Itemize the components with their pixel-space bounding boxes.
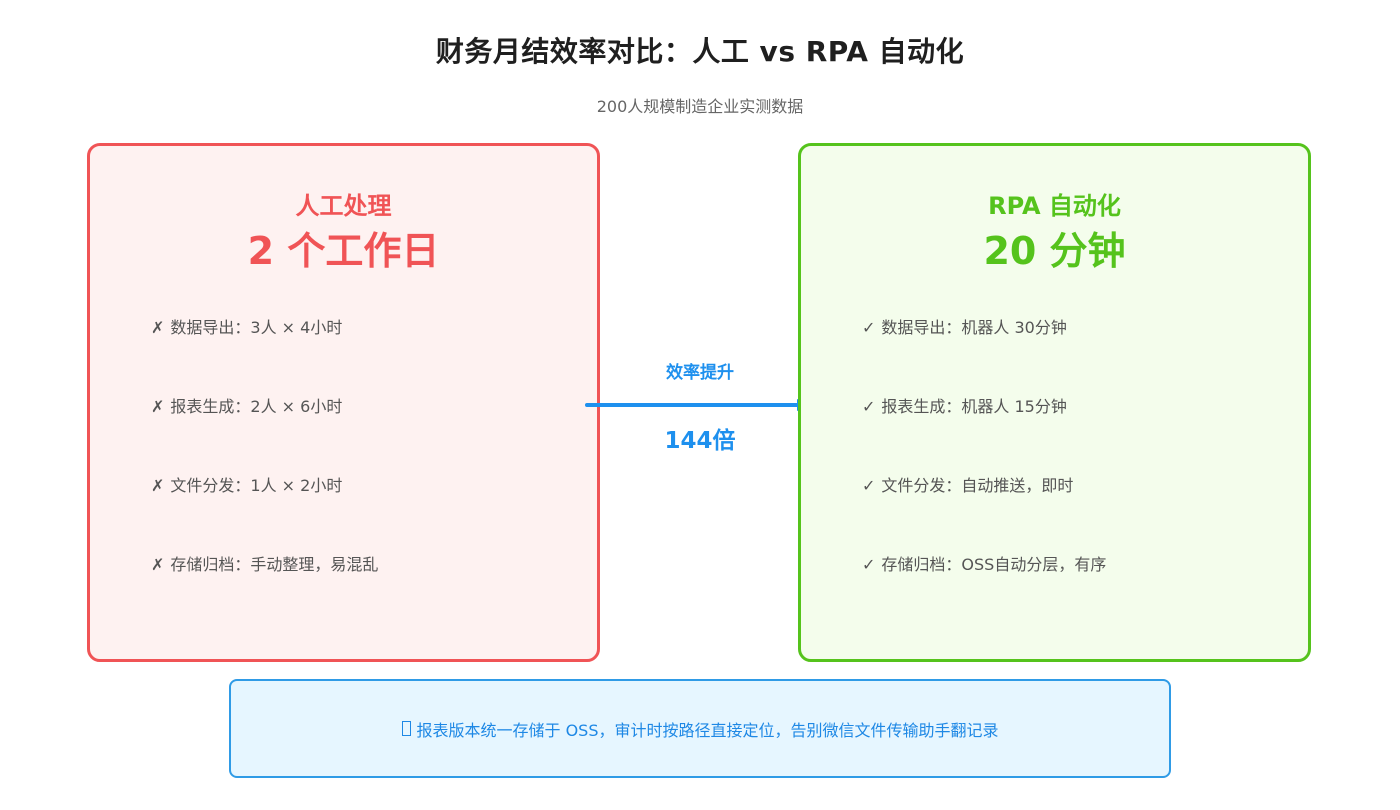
rpa-step-text: 文件分发：自动推送，即时	[881, 476, 1074, 495]
list-item: ✗ 报表生成：2人 × 6小时	[151, 395, 378, 474]
arrow-label: 效率提升	[666, 363, 734, 383]
cross-icon: ✗	[151, 397, 165, 416]
cross-icon: ✗	[151, 318, 165, 337]
banner-text: 报表版本统一存储于 OSS，审计时按路径直接定位，告别微信文件传输助手翻记录	[416, 720, 999, 740]
rpa-step-list: ✓ 数据导出：机器人 30分钟 ✓ 报表生成：机器人 15分钟 ✓ 文件分发：自动推送…	[862, 316, 1106, 632]
arrow-value: 144倍	[664, 428, 736, 454]
manual-step-text: 数据导出：3人 × 4小时	[170, 318, 343, 337]
right-arrow-icon	[585, 399, 811, 411]
cross-icon: ✗	[151, 476, 165, 495]
efficiency-arrow: 效率提升 144倍	[585, 350, 815, 460]
list-item: ✓ 文件分发：自动推送，即时	[862, 474, 1106, 553]
rpa-process-card: RPA 自动化 20 分钟 ✓ 数据导出：机器人 30分钟 ✓ 报表生成：机器人 1…	[798, 143, 1311, 662]
check-icon: ✓	[862, 318, 876, 337]
list-item: ✓ 报表生成：机器人 15分钟	[862, 395, 1106, 474]
list-item: ✓ 存储归档：OSS自动分层，有序	[862, 553, 1106, 632]
rpa-step-text: 存储归档：OSS自动分层，有序	[881, 555, 1107, 574]
rpa-step-text: 数据导出：机器人 30分钟	[881, 318, 1067, 337]
list-item: ✓ 数据导出：机器人 30分钟	[862, 316, 1106, 395]
manual-card-heading: 人工处理	[295, 192, 392, 220]
cross-icon: ✗	[151, 555, 165, 574]
check-icon: ✓	[862, 476, 876, 495]
manual-process-card: 人工处理 2 个工作日 ✗ 数据导出：3人 × 4小时 ✗ 报表生成：2人 × 6小…	[87, 143, 600, 662]
manual-step-list: ✗ 数据导出：3人 × 4小时 ✗ 报表生成：2人 × 6小时 ✗ 文件分发：1人 ×…	[151, 316, 378, 632]
rpa-step-text: 报表生成：机器人 15分钟	[881, 397, 1067, 416]
manual-card-metric: 2 个工作日	[247, 229, 440, 273]
page-title: 财务月结效率对比：人工 vs RPA 自动化	[435, 35, 965, 68]
check-icon: ✓	[862, 555, 876, 574]
list-item: ✗ 文件分发：1人 × 2小时	[151, 474, 378, 553]
page-subtitle: 200人规模制造企业实测数据	[596, 97, 804, 116]
list-item: ✗ 数据导出：3人 × 4小时	[151, 316, 378, 395]
info-banner: 报表版本统一存储于 OSS，审计时按路径直接定位，告别微信文件传输助手翻记录	[229, 679, 1171, 778]
manual-step-text: 存储归档：手动整理，易混乱	[170, 555, 379, 574]
list-item: ✗ 存储归档：手动整理，易混乱	[151, 553, 378, 632]
rpa-card-heading: RPA 自动化	[988, 192, 1121, 220]
manual-step-text: 报表生成：2人 × 6小时	[170, 397, 343, 416]
manual-step-text: 文件分发：1人 × 2小时	[170, 476, 343, 495]
check-icon: ✓	[862, 397, 876, 416]
rpa-card-metric: 20 分钟	[983, 229, 1126, 273]
lightbulb-icon	[401, 721, 411, 736]
